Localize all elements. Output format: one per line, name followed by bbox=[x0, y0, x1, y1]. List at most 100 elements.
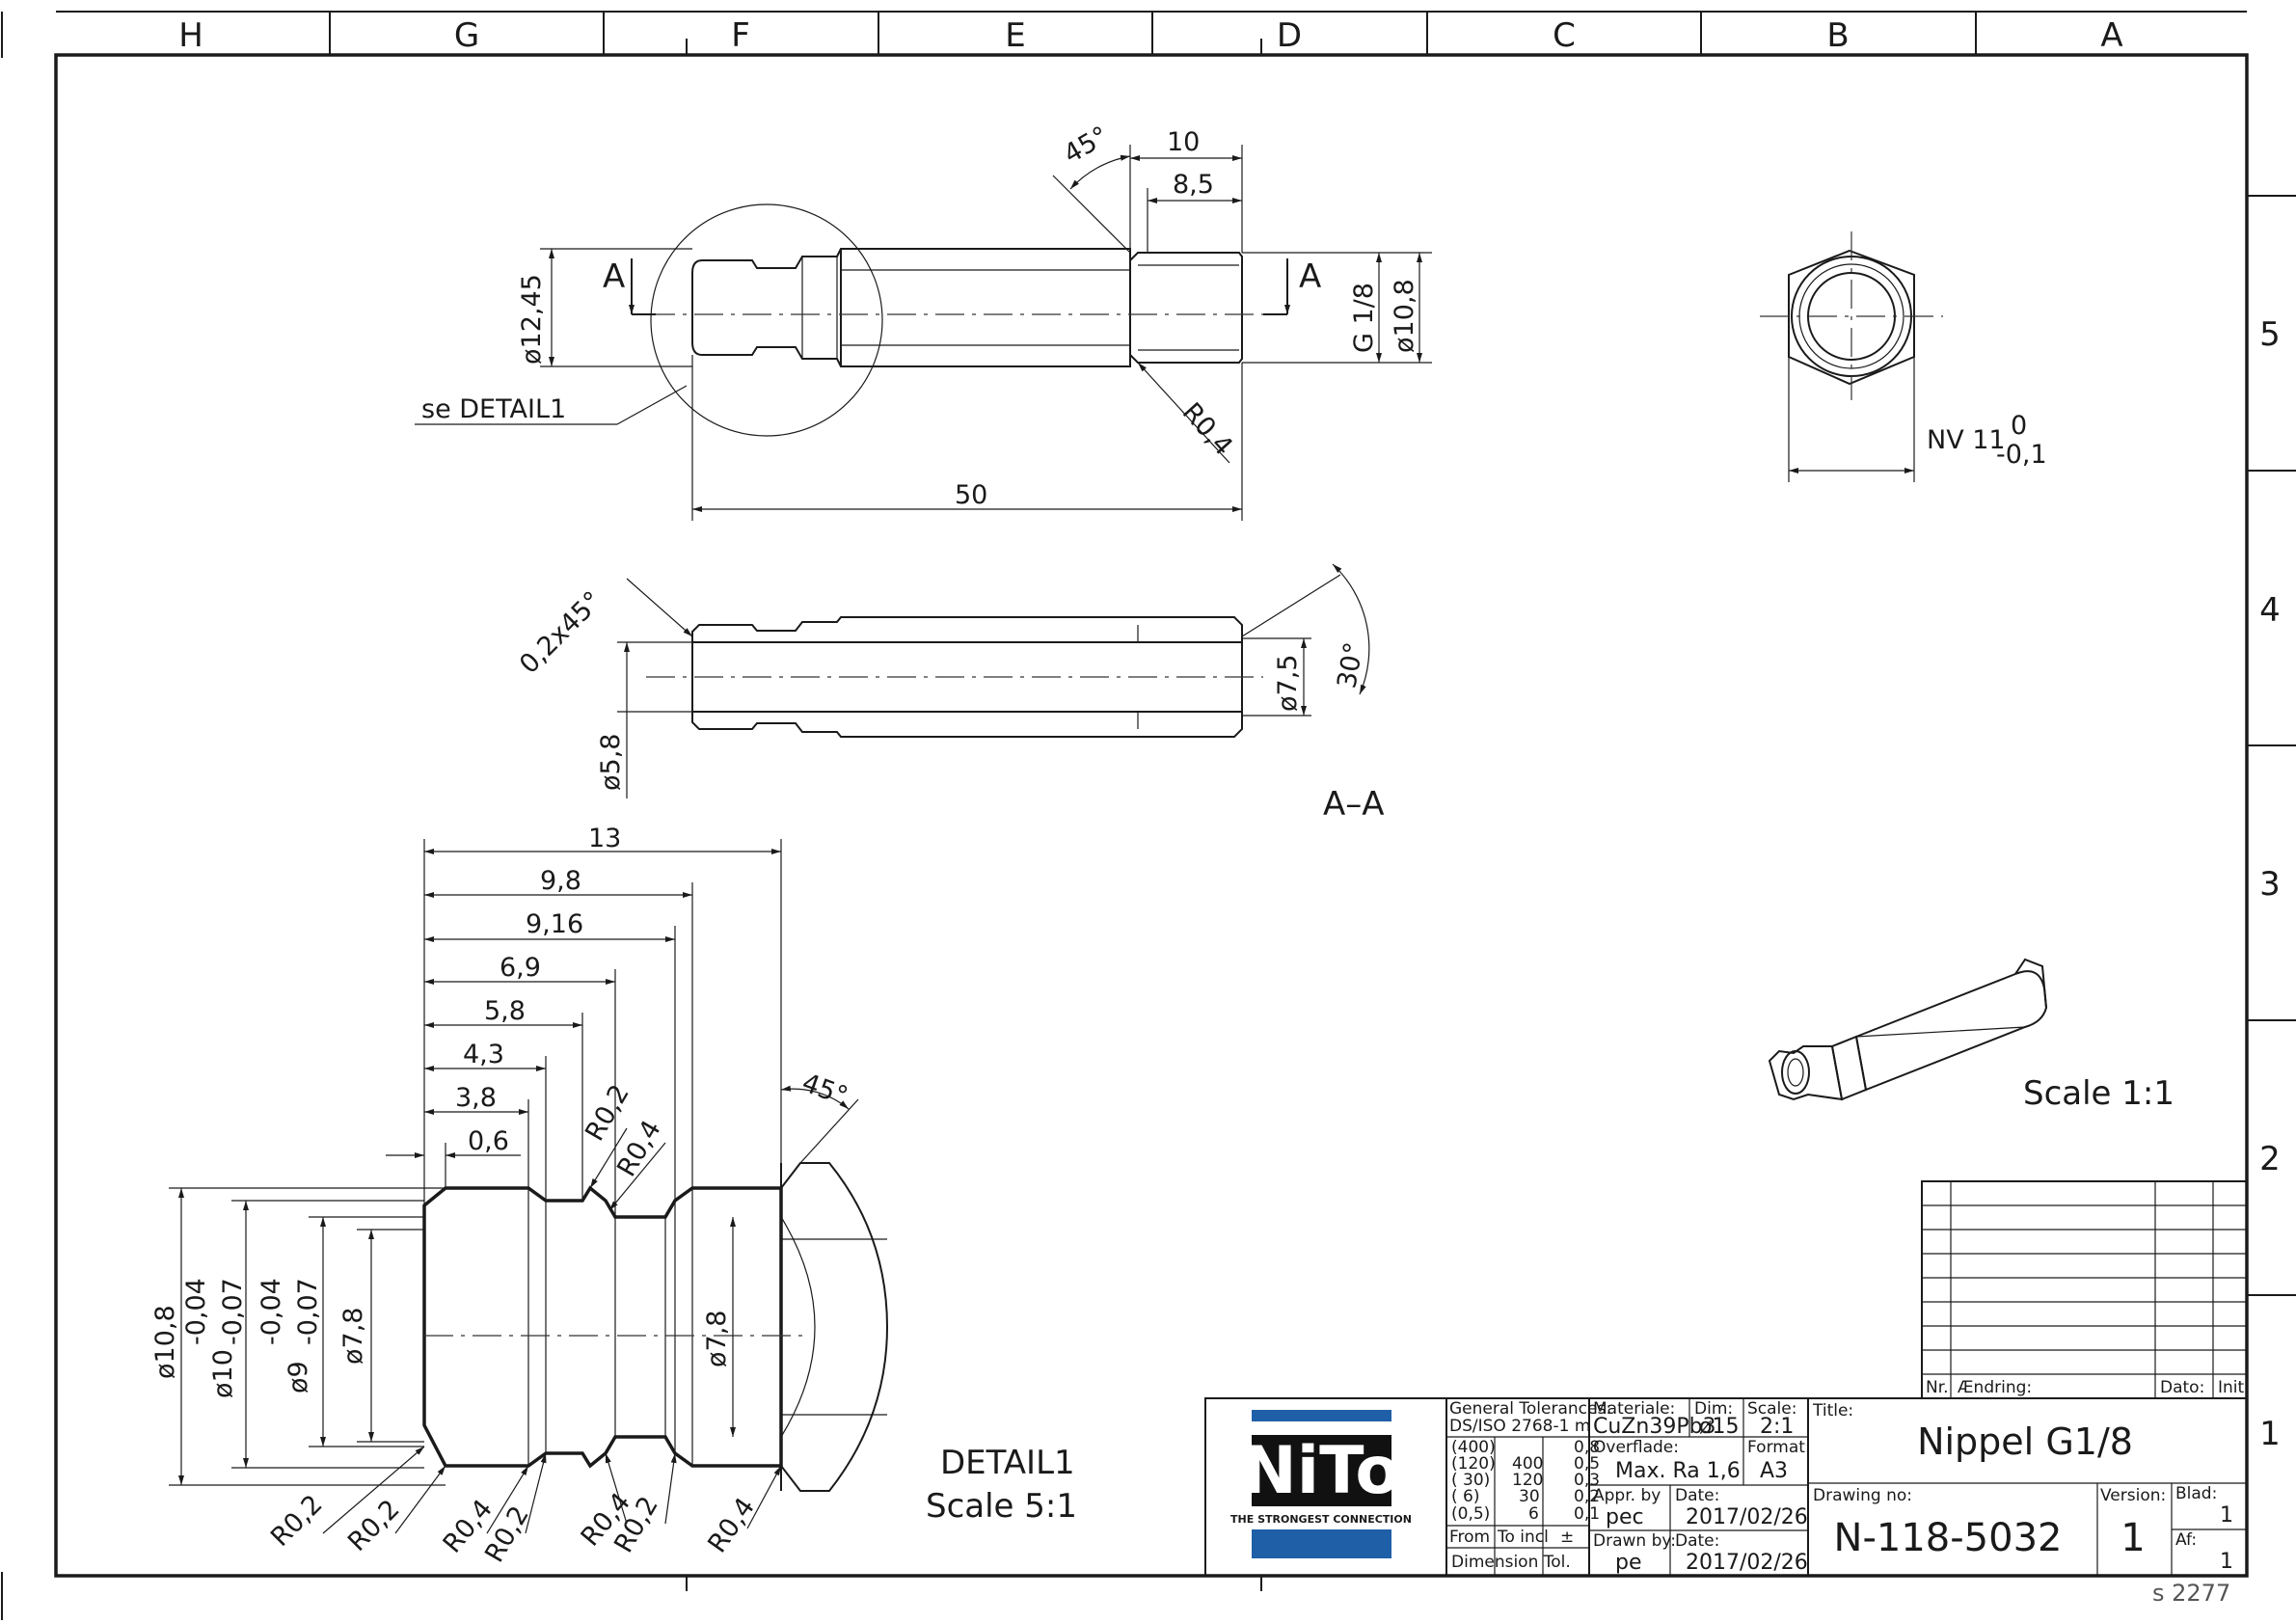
scale-value: 2:1 bbox=[1760, 1415, 1794, 1439]
dim-dia-5-8: ø5,8 bbox=[596, 734, 626, 791]
row-label-4: 4 bbox=[2259, 591, 2281, 630]
col-label-e: E bbox=[1005, 16, 1025, 55]
detail-dim-dia-9-tol-lower: -0,07 bbox=[293, 1278, 323, 1345]
dim-dia-12-45: ø12,45 bbox=[517, 274, 547, 365]
material-value: CuZn39Pb3 bbox=[1593, 1415, 1716, 1439]
approved-date-label: Date: bbox=[1675, 1486, 1719, 1505]
section-mark-left: A bbox=[603, 257, 625, 296]
version-value: 1 bbox=[2120, 1516, 2145, 1560]
detail-dim-4-3: 4,3 bbox=[463, 1040, 504, 1069]
detail-view: 13 9,8 9,16 6,9 5,8 4,3 3,8 0,6 45° R0,2… bbox=[150, 824, 1077, 1568]
rev-col-nr: Nr. bbox=[1926, 1378, 1949, 1397]
tol-r3-c0: ( 6) bbox=[1451, 1487, 1479, 1506]
detail-scale: Scale 5:1 bbox=[926, 1487, 1077, 1526]
drawn-date-label: Date: bbox=[1675, 1531, 1719, 1551]
dim-angle-45: 45° bbox=[1059, 121, 1114, 170]
surface-value: Max. Ra 1,6 bbox=[1615, 1459, 1741, 1483]
dim-chamfer-0-2x45: 0,2x45° bbox=[514, 586, 608, 680]
rev-col-change: Ændring: bbox=[1958, 1378, 2032, 1397]
dim-dia-7-5: ø7,5 bbox=[1273, 655, 1303, 712]
detail-radius-bottom-7: R0,4 bbox=[702, 1493, 761, 1558]
title-label: Title: bbox=[1812, 1401, 1853, 1420]
detail-dim-dia-9-tol-upper: -0,04 bbox=[257, 1278, 286, 1345]
sheet-value: 1 bbox=[2220, 1503, 2233, 1528]
row-labels: 5 4 3 2 1 bbox=[2259, 315, 2281, 1453]
col-label-c: C bbox=[1553, 16, 1576, 55]
section-mark-right: A bbox=[1299, 257, 1321, 296]
end-view: NV 11 0 -0,1 bbox=[1760, 231, 2047, 482]
hex-tol-upper: 0 bbox=[2011, 411, 2027, 441]
dim-value: ø15 bbox=[1699, 1415, 1739, 1439]
tol-r2-c0: ( 30) bbox=[1451, 1471, 1490, 1490]
row-label-3: 3 bbox=[2259, 865, 2281, 904]
tol-to: To incl bbox=[1497, 1528, 1549, 1547]
section-title: A–A bbox=[1323, 785, 1385, 824]
sheet-of-label: Af: bbox=[2175, 1530, 2197, 1550]
detail-radius-bottom-2: R0,2 bbox=[342, 1494, 406, 1557]
tol-r2-c1: 120 bbox=[1512, 1471, 1543, 1490]
detail-dim-dia-10-8: ø10,8 bbox=[150, 1305, 180, 1379]
scale-label: Scale: bbox=[1747, 1399, 1796, 1419]
logo-tagline: THE STRONGEST CONNECTION bbox=[1230, 1513, 1412, 1526]
approved-by-label: Appr. by bbox=[1593, 1486, 1661, 1505]
rev-col-init: Init. bbox=[2218, 1378, 2250, 1397]
row-label-5: 5 bbox=[2259, 315, 2281, 354]
detail-dim-dia-10-tol-upper: -0,04 bbox=[181, 1278, 211, 1345]
tol-from: From bbox=[1449, 1528, 1490, 1547]
version-label: Version: bbox=[2100, 1486, 2166, 1505]
logo-bar-bottom bbox=[1252, 1529, 1391, 1558]
tol-r4-c1: 6 bbox=[1528, 1504, 1539, 1524]
drawing-no-label: Drawing no: bbox=[1813, 1486, 1912, 1505]
detail-radius-top-r0-2: R0,2 bbox=[580, 1080, 635, 1147]
detail-radius-bottom-1: R0,2 bbox=[265, 1489, 329, 1553]
footer-code: s 2277 bbox=[2152, 1580, 2230, 1607]
detail-dim-dia-10: ø10 bbox=[208, 1349, 238, 1398]
detail-dim-5-8: 5,8 bbox=[484, 996, 526, 1026]
gen-tol-label: General Tolerances: bbox=[1449, 1399, 1611, 1419]
hex-size-label: NV 11 bbox=[1927, 425, 2006, 455]
tol-r0-c0: (400) bbox=[1451, 1438, 1496, 1457]
detail-dim-dia-9: ø9 bbox=[284, 1361, 313, 1393]
detail-dim-6-9: 6,9 bbox=[500, 953, 541, 983]
tol-footer: Dimension Tol. bbox=[1451, 1553, 1571, 1572]
detail-title: DETAIL1 bbox=[940, 1444, 1075, 1482]
drawn-by-label: Drawn by: bbox=[1593, 1531, 1676, 1551]
dim-thread-g-1-8: G 1/8 bbox=[1349, 283, 1379, 353]
gen-tol-std: DS/ISO 2768-1 m bbox=[1449, 1417, 1590, 1436]
dim-len-8-5: 8,5 bbox=[1173, 170, 1214, 200]
border-frame bbox=[1, 11, 2296, 1620]
detail-dim-9-16: 9,16 bbox=[526, 909, 583, 939]
sheet-of-value: 1 bbox=[2220, 1550, 2233, 1574]
tol-r3-c2: 0,2 bbox=[1574, 1487, 1600, 1506]
drawing-number: N-118-5032 bbox=[1834, 1516, 2063, 1560]
tol-r3-c1: 30 bbox=[1519, 1487, 1540, 1506]
revision-table: Nr. Ændring: Dato: Init. bbox=[1921, 1180, 2250, 1399]
detail-dim-dia-10-tol-lower: -0,07 bbox=[218, 1278, 248, 1345]
material-label: Materiale: bbox=[1593, 1399, 1675, 1419]
hex-tol-lower: -0,1 bbox=[1996, 440, 2047, 470]
approved-date-value: 2017/02/26 bbox=[1686, 1505, 1808, 1529]
col-label-f: F bbox=[731, 16, 750, 55]
tol-r1-c0: (120) bbox=[1451, 1454, 1496, 1474]
tol-r4-c0: (0,5) bbox=[1451, 1504, 1490, 1524]
row-label-1: 1 bbox=[2259, 1415, 2281, 1453]
logo-box bbox=[1252, 1435, 1391, 1506]
detail-dim-dia-7-8-right: ø7,8 bbox=[702, 1311, 732, 1367]
col-label-d: D bbox=[1277, 16, 1302, 55]
format-label: Format: bbox=[1747, 1438, 1811, 1457]
detail-reference: se DETAIL1 bbox=[421, 394, 566, 424]
detail-dim-3-8: 3,8 bbox=[455, 1083, 497, 1113]
iso-view: Scale 1:1 bbox=[1768, 958, 2174, 1113]
dim-total-length-50: 50 bbox=[955, 480, 987, 510]
title-block: NiTo THE STRONGEST CONNECTION General To… bbox=[1204, 1397, 2248, 1577]
surface-label: Overflade: bbox=[1593, 1438, 1679, 1457]
main-view: A A ø12,45 G 1/8 ø10,8 10 8,5 45° R0,4 s… bbox=[415, 121, 1432, 521]
tol-r1-c1: 400 bbox=[1512, 1454, 1543, 1474]
iso-scale: Scale 1:1 bbox=[2023, 1074, 2174, 1113]
drawing-title: Nippel G1/8 bbox=[1917, 1420, 2133, 1463]
tol-pm: ± bbox=[1560, 1528, 1574, 1547]
detail-dim-13: 13 bbox=[588, 824, 621, 853]
detail-dim-0-6: 0,6 bbox=[468, 1126, 509, 1156]
tol-r4-c2: 0,1 bbox=[1574, 1504, 1600, 1524]
